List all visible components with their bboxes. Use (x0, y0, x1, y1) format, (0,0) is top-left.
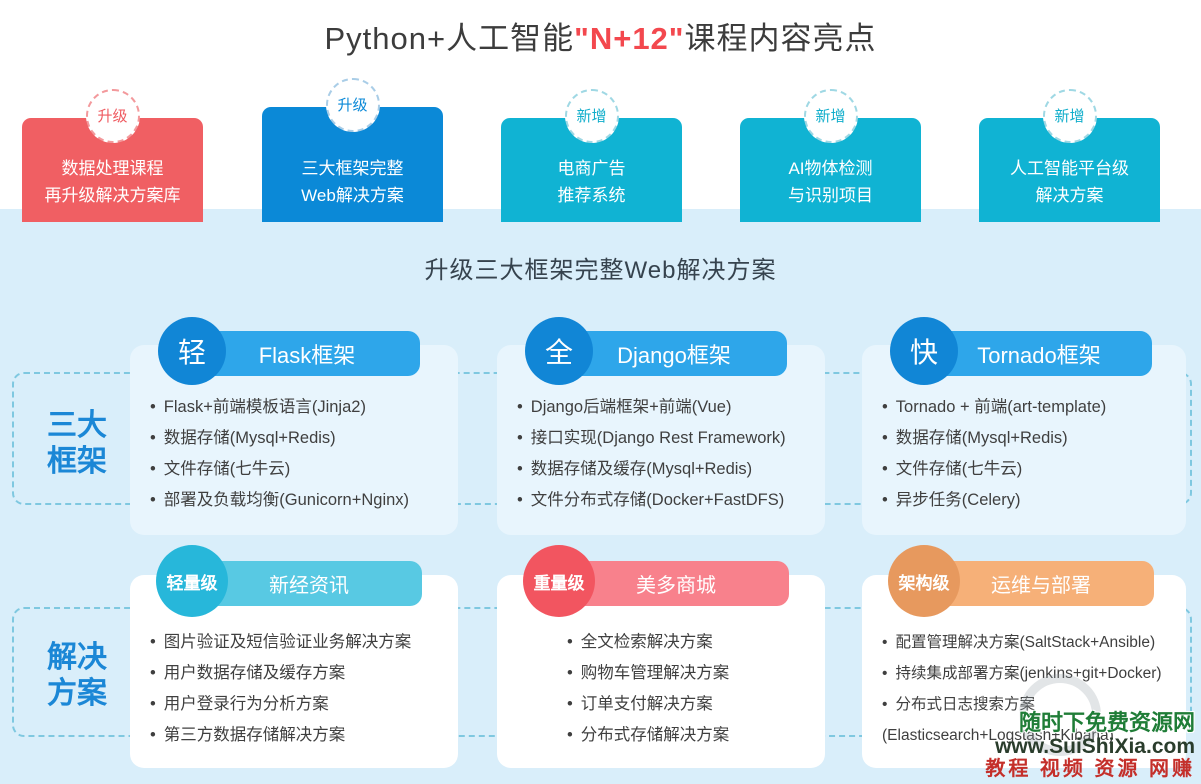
top-card-line: 电商广告 (557, 159, 626, 178)
top-card-line: 数据处理课程 (61, 159, 164, 178)
list-item: 部署及负载均衡(Gunicorn+Nginx) (150, 485, 448, 516)
top-card-line: 三大框架完整 (301, 159, 404, 178)
card-django: Django框架 全 Django后端框架+前端(Vue) 接口实现(Djang… (497, 317, 825, 535)
card-tornado: Tornado框架 快 Tornado + 前端(art-template) 数… (862, 317, 1186, 535)
top-card-line: Web解决方案 (301, 186, 404, 205)
top-card-line: 再升级解决方案库 (44, 186, 181, 205)
badge-upgrade: 升级 (85, 89, 140, 143)
feature-list: 图片验证及短信验证业务解决方案 用户数据存储及缓存方案 用户登录行为分析方案 第… (150, 627, 448, 751)
list-item: 配置管理解决方案(SaltStack+Ansible) (882, 627, 1176, 658)
list-item: 第三方数据存储解决方案 (150, 720, 448, 751)
feature-list: Tornado + 前端(art-template) 数据存储(Mysql+Re… (882, 392, 1176, 516)
watermark-url: www.SuiShiXia.com (995, 734, 1195, 758)
card-tag-circle: 重量级 (523, 545, 595, 617)
section-title: 升级三大框架完整Web解决方案 (424, 257, 777, 284)
top-card-ai-detection: 新增 AI物体检测 与识别项目 (740, 89, 921, 222)
list-item: 异步任务(Celery) (882, 485, 1176, 516)
card-tag-circle: 轻量级 (156, 545, 228, 617)
card-title-pill: Flask框架 (194, 331, 420, 376)
list-item: 购物车管理解决方案 (567, 658, 815, 689)
feature-list: 全文检索解决方案 购物车管理解决方案 订单支付解决方案 分布式存储解决方案 (567, 627, 815, 751)
card-tag-circle: 快 (890, 317, 958, 385)
list-item: 数据存储(Mysql+Redis) (150, 423, 448, 454)
list-item: 用户登录行为分析方案 (150, 689, 448, 720)
card-title-pill: 运维与部署 (928, 561, 1154, 606)
title-highlight: "N+12" (574, 21, 685, 56)
row-label-solutions: 解决 方案 (47, 641, 107, 710)
top-card-line: 推荐系统 (557, 186, 626, 205)
top-card-line: 与识别项目 (788, 186, 873, 205)
page-title: Python+人工智能"N+12"课程内容亮点 (0, 13, 1201, 58)
title-prefix: Python+人工智能 (324, 21, 575, 56)
watermark: 随时下免费资源网 www.SuiShiXia.com 教程 视频 资源 网赚 (985, 709, 1195, 780)
badge-new: 新增 (564, 89, 619, 143)
top-card-web-frameworks: 升级 三大框架完整 Web解决方案 (262, 78, 443, 222)
top-card-ai-platform: 新增 人工智能平台级 解决方案 (979, 89, 1160, 222)
list-item: 持续集成部署方案(jenkins+git+Docker) (882, 658, 1176, 689)
list-item: 图片验证及短信验证业务解决方案 (150, 627, 448, 658)
list-item: 全文检索解决方案 (567, 627, 815, 658)
list-item: 订单支付解决方案 (567, 689, 815, 720)
list-item: 数据存储(Mysql+Redis) (882, 423, 1176, 454)
top-card-ecommerce-ads: 新增 电商广告 推荐系统 (501, 89, 682, 222)
list-item: 文件存储(七牛云) (150, 454, 448, 485)
title-suffix: 课程内容亮点 (684, 21, 877, 56)
row-label-frameworks: 三大 框架 (47, 409, 107, 478)
watermark-logo-circle (1019, 674, 1101, 756)
card-title-pill: 新经资讯 (196, 561, 422, 606)
card-flask: Flask框架 轻 Flask+前端模板语言(Jinja2) 数据存储(Mysq… (130, 317, 458, 535)
card-tag-circle: 全 (525, 317, 593, 385)
card-mall-project: 美多商城 重量级 全文检索解决方案 购物车管理解决方案 订单支付解决方案 分布式… (497, 545, 825, 768)
list-item: 文件存储(七牛云) (882, 454, 1176, 485)
feature-list: Flask+前端模板语言(Jinja2) 数据存储(Mysql+Redis) 文… (150, 392, 448, 516)
top-card-data-processing: 升级 数据处理课程 再升级解决方案库 (22, 89, 203, 222)
card-tag-circle: 架构级 (888, 545, 960, 617)
list-item: Flask+前端模板语言(Jinja2) (150, 392, 448, 423)
card-news-project: 新经资讯 轻量级 图片验证及短信验证业务解决方案 用户数据存储及缓存方案 用户登… (130, 545, 458, 768)
badge-new: 新增 (803, 89, 858, 143)
list-item: 分布式存储解决方案 (567, 720, 815, 751)
badge-new: 新增 (1042, 89, 1097, 143)
list-item: 数据存储及缓存(Mysql+Redis) (517, 454, 815, 485)
list-item: 文件分布式存储(Docker+FastDFS) (517, 485, 815, 516)
card-title-pill: Django框架 (561, 331, 787, 376)
watermark-site-name: 随时下免费资源网 (1018, 709, 1195, 735)
watermark-tagline: 教程 视频 资源 网赚 (985, 758, 1195, 780)
feature-list: Django后端框架+前端(Vue) 接口实现(Django Rest Fram… (517, 392, 815, 516)
list-item: 用户数据存储及缓存方案 (150, 658, 448, 689)
badge-upgrade: 升级 (325, 78, 380, 132)
top-card-line: 解决方案 (1035, 186, 1104, 205)
list-item: Tornado + 前端(art-template) (882, 392, 1176, 423)
card-title-pill: Tornado框架 (926, 331, 1152, 376)
list-item: 接口实现(Django Rest Framework) (517, 423, 815, 454)
top-card-line: AI物体检测 (788, 159, 873, 178)
list-item: Django后端框架+前端(Vue) (517, 392, 815, 423)
card-title-pill: 美多商城 (563, 561, 789, 606)
top-card-line: 人工智能平台级 (1010, 159, 1129, 178)
card-tag-circle: 轻 (158, 317, 226, 385)
